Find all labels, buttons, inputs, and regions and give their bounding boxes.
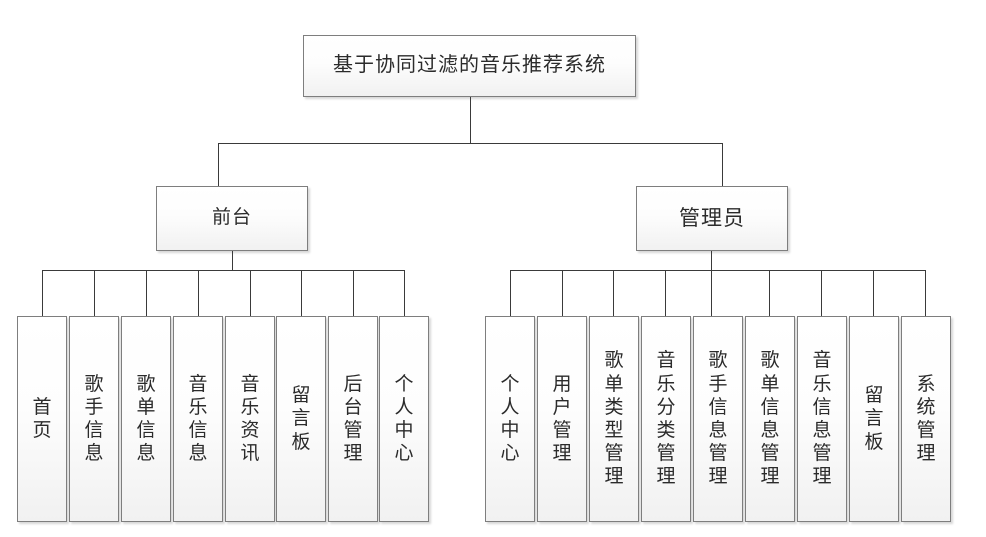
leaf-node-admin-8-label: 留言板 bbox=[864, 385, 884, 453]
leaf-node-admin-3[interactable]: 歌单类型管理 bbox=[589, 316, 639, 522]
connector-admin-drop-9 bbox=[925, 270, 926, 316]
leaf-node-admin-2-label: 用户管理 bbox=[552, 373, 572, 465]
branch-node-admin-label: 管理员 bbox=[679, 206, 745, 231]
leaf-node-admin-9[interactable]: 系统管理 bbox=[901, 316, 951, 522]
connector-frontend-drop-5 bbox=[250, 270, 251, 316]
leaf-node-frontend-8[interactable]: 个人中心 bbox=[379, 316, 429, 522]
connector-frontend-drop-4 bbox=[198, 270, 199, 316]
connector-frontend-stem bbox=[232, 251, 233, 270]
leaf-node-frontend-3-label: 歌单信息 bbox=[136, 373, 156, 465]
root-node[interactable]: 基于协同过滤的音乐推荐系统 bbox=[303, 35, 636, 97]
leaf-node-admin-5-label: 歌手信息管理 bbox=[708, 350, 728, 488]
connector-admin-drop-7 bbox=[821, 270, 822, 316]
connector-frontend-drop-8 bbox=[404, 270, 405, 316]
connector-level1-bus bbox=[218, 143, 723, 144]
leaf-node-admin-9-label: 系统管理 bbox=[916, 373, 936, 465]
leaf-node-frontend-2-label: 歌手信息 bbox=[84, 373, 104, 465]
leaf-node-frontend-6-label: 留言板 bbox=[291, 385, 311, 453]
branch-node-admin[interactable]: 管理员 bbox=[636, 186, 788, 251]
connector-frontend-drop-3 bbox=[146, 270, 147, 316]
leaf-node-frontend-8-label: 个人中心 bbox=[394, 373, 414, 465]
connector-admin-drop-2 bbox=[562, 270, 563, 316]
leaf-node-frontend-4-label: 音乐信息 bbox=[188, 373, 208, 465]
leaf-node-frontend-4[interactable]: 音乐信息 bbox=[173, 316, 223, 522]
leaf-node-frontend-1-label: 首页 bbox=[32, 396, 52, 441]
connector-frontend-drop-6 bbox=[301, 270, 302, 316]
connector-root-stem bbox=[470, 97, 471, 143]
connector-frontend-drop-2 bbox=[94, 270, 95, 316]
leaf-node-admin-8[interactable]: 留言板 bbox=[849, 316, 899, 522]
connector-frontend-drop-1 bbox=[42, 270, 43, 316]
connector-admin-drop-8 bbox=[873, 270, 874, 316]
leaf-node-admin-6[interactable]: 歌单信息管理 bbox=[745, 316, 795, 522]
connector-frontend-bus bbox=[42, 270, 404, 271]
branch-node-frontend[interactable]: 前台 bbox=[156, 186, 308, 251]
leaf-node-frontend-3[interactable]: 歌单信息 bbox=[121, 316, 171, 522]
leaf-node-frontend-1[interactable]: 首页 bbox=[17, 316, 67, 522]
connector-admin-drop-5 bbox=[711, 270, 712, 316]
leaf-node-admin-4[interactable]: 音乐分类管理 bbox=[641, 316, 691, 522]
connector-frontend-drop-7 bbox=[353, 270, 354, 316]
leaf-node-admin-3-label: 歌单类型管理 bbox=[604, 350, 624, 488]
leaf-node-frontend-6[interactable]: 留言板 bbox=[276, 316, 326, 522]
leaf-node-frontend-5[interactable]: 音乐资讯 bbox=[225, 316, 275, 522]
leaf-node-frontend-7-label: 后台管理 bbox=[343, 373, 363, 465]
leaf-node-admin-7-label: 音乐信息管理 bbox=[812, 350, 832, 488]
connector-admin-drop-4 bbox=[665, 270, 666, 316]
leaf-node-admin-1-label: 个人中心 bbox=[500, 373, 520, 465]
connector-admin-drop-3 bbox=[613, 270, 614, 316]
leaf-node-admin-7[interactable]: 音乐信息管理 bbox=[797, 316, 847, 522]
leaf-node-frontend-7[interactable]: 后台管理 bbox=[328, 316, 378, 522]
connector-drop-frontend bbox=[218, 143, 219, 186]
root-node-label: 基于协同过滤的音乐推荐系统 bbox=[333, 54, 606, 77]
leaf-node-admin-6-label: 歌单信息管理 bbox=[760, 350, 780, 488]
leaf-node-admin-5[interactable]: 歌手信息管理 bbox=[693, 316, 743, 522]
connector-admin-stem bbox=[711, 251, 712, 270]
connector-admin-drop-6 bbox=[769, 270, 770, 316]
connector-admin-drop-1 bbox=[510, 270, 511, 316]
connector-drop-admin bbox=[722, 143, 723, 186]
leaf-node-frontend-2[interactable]: 歌手信息 bbox=[69, 316, 119, 522]
leaf-node-admin-4-label: 音乐分类管理 bbox=[656, 350, 676, 488]
leaf-node-admin-2[interactable]: 用户管理 bbox=[537, 316, 587, 522]
connector-admin-bus bbox=[510, 270, 925, 271]
leaf-node-frontend-5-label: 音乐资讯 bbox=[240, 373, 260, 465]
branch-node-frontend-label: 前台 bbox=[211, 207, 252, 229]
leaf-node-admin-1[interactable]: 个人中心 bbox=[485, 316, 535, 522]
